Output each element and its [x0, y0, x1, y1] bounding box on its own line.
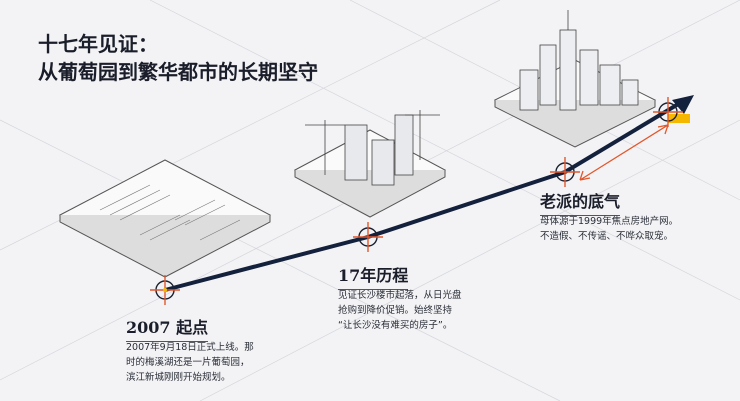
title-line-2: 从葡萄园到繁华都市的长期坚守	[38, 60, 318, 84]
target-icon	[353, 222, 383, 252]
milestone-17-years-body: 见证长沙楼市起落，从日光盘 抢购到降价促销。始终坚持 “让长沙没有难买的房子”。	[338, 288, 462, 333]
growth-line	[164, 101, 682, 292]
milestone-heritage-heading: 老派的底气	[540, 188, 621, 216]
body-line: “让长沙没有难买的房子”。	[338, 320, 453, 331]
milestone-2007-body: 2007年9月18日正式上线。那 时的梅溪湖还是一片葡萄园， 滨江新城刚刚开始规…	[126, 340, 254, 385]
construction-buildings	[305, 110, 440, 186]
vineyard-rows	[99, 184, 241, 241]
milestone-heritage-body: 母体源于1999年焦点房地产网。 不造假、不传谣、不哗众取宠。	[540, 214, 678, 244]
city-skyscrapers	[519, 10, 639, 111]
body-line: 滨江新城刚刚开始规划。	[126, 372, 231, 383]
milestone-17-years-heading: 17年历程	[338, 262, 409, 290]
target-icon	[653, 97, 683, 127]
highlight-bar	[668, 114, 690, 123]
page-title: 十七年见证： 从葡萄园到繁华都市的长期坚守	[38, 30, 318, 86]
title-line-1: 十七年见证：	[38, 32, 158, 56]
body-line: 不造假、不传谣、不哗众取宠。	[540, 231, 674, 242]
milestone-2007-heading: 2007 起点	[126, 314, 209, 342]
body-line: 2007年9月18日正式上线。那	[126, 342, 254, 353]
body-line: 见证长沙楼市起落，从日光盘	[338, 290, 462, 301]
target-icon	[150, 275, 180, 305]
body-line: 抢购到降价促销。始终坚持	[338, 305, 453, 316]
arrow-head-icon	[672, 95, 694, 114]
target-markers	[150, 97, 683, 305]
body-line: 时的梅溪湖还是一片葡萄园，	[126, 357, 250, 368]
orange-double-arrow	[579, 124, 669, 181]
target-icon	[550, 157, 580, 187]
body-line: 母体源于1999年焦点房地产网。	[540, 216, 679, 227]
